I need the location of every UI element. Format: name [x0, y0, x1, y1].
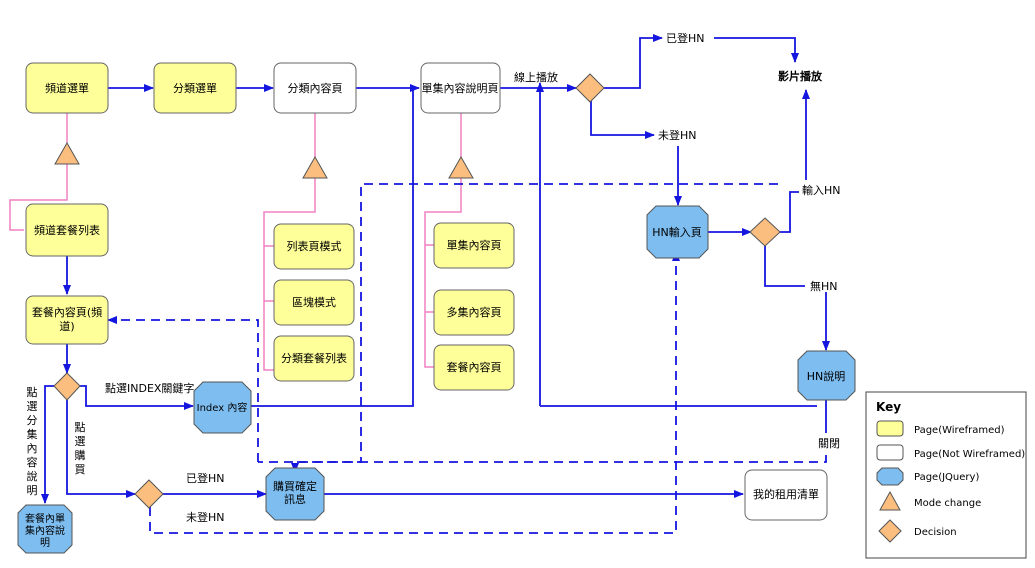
- node-package-content-page: [25, 295, 109, 345]
- edge-label: 未登HN: [658, 128, 697, 142]
- edge-label: 點選INDEX關鍵字: [105, 381, 194, 395]
- edge-label: 輸入HN: [802, 183, 841, 197]
- node-multi-episode: [433, 289, 515, 336]
- edge-label: 集: [27, 427, 38, 441]
- node-channel-menu: [25, 62, 109, 114]
- edge-labels: 線上播放 已登HN 未登HN 輸入HN 無HN 關閉 點選INDEX關鍵字 已登…: [105, 31, 841, 524]
- legend-swatch-jquery: [876, 467, 904, 486]
- node-label: 購買確定: [273, 479, 317, 493]
- node-list-mode: [273, 223, 355, 270]
- node-label: 區塊模式: [292, 296, 336, 309]
- node-category-menu: [153, 62, 237, 114]
- node-label: 訊息: [284, 492, 306, 506]
- node-purchase-confirm: [265, 467, 325, 521]
- edge-label: 點: [75, 421, 86, 434]
- decision-diamond: [575, 73, 605, 103]
- node-package-detail: [17, 504, 73, 554]
- node-label: 分類套餐列表: [281, 351, 347, 365]
- node-label: 單集內容說明頁: [422, 81, 499, 95]
- edge-label: 已登HN: [666, 31, 705, 45]
- legend-label: Mode change: [914, 498, 981, 509]
- legend-label: Page(Not Wireframed): [914, 449, 1025, 460]
- decision-diamond: [134, 479, 164, 509]
- node-label: 套餐內單: [25, 512, 65, 525]
- node-block-mode: [273, 279, 355, 326]
- edge-label: 無HN: [810, 279, 838, 293]
- legend-swatch-wireframed: [876, 420, 904, 437]
- vertical-labels: 點 選 購 買 點 選 分 集 內 容 說 明: [27, 386, 86, 497]
- node-label: 明: [40, 537, 50, 549]
- edge-label: 選: [27, 400, 38, 413]
- legend-title: Key: [876, 400, 901, 414]
- decision-diamond: [53, 372, 81, 401]
- node-label: 套餐內容頁: [447, 360, 502, 374]
- node-label: 我的租用清單: [753, 487, 819, 501]
- node-label: 分類內容頁: [288, 81, 343, 95]
- node-my-rental-list: [744, 469, 828, 521]
- mode-change-triangle: [54, 141, 80, 165]
- edge-label: 容: [27, 455, 38, 469]
- edge-label: 選: [75, 435, 86, 448]
- node-category-content: [273, 62, 357, 114]
- edge-label: 點: [27, 386, 38, 399]
- edge-label: 關閉: [818, 437, 840, 450]
- dashed-flow-lines: [107, 183, 827, 534]
- edge-label: 線上播放: [514, 70, 558, 84]
- mode-change-triangle: [448, 155, 474, 179]
- mode-change-triangle: [302, 155, 328, 179]
- legend-swatch-not-wireframed: [876, 444, 904, 461]
- legend: Key Page(Wireframed) Page(Not Wireframed…: [865, 391, 1027, 559]
- node-label: 套餐內容頁(頻: [32, 305, 102, 319]
- jquery-pages: [17, 205, 856, 554]
- edge-label: 內: [27, 442, 38, 455]
- node-label: HN輸入頁: [652, 225, 702, 239]
- node-hn-help: [797, 350, 856, 401]
- legend-label: Page(JQuery): [914, 472, 979, 483]
- node-label: 分類選單: [173, 82, 217, 95]
- legend-swatch-decision: [878, 519, 902, 543]
- node-label: 列表頁模式: [287, 239, 342, 253]
- edge-label: 已登HN: [186, 471, 225, 485]
- mode-change-connectors: [9, 113, 462, 371]
- mode-change-triangles: [54, 141, 474, 179]
- node-labels: 頻道選單 分類選單 分類內容頁 單集內容說明頁 頻道套餐列表 套餐內容頁(頻 道…: [25, 69, 845, 549]
- node-single-episode: [433, 222, 515, 269]
- node-label: Index 內容: [197, 401, 248, 414]
- decision-diamond: [749, 217, 781, 247]
- node-label: HN說明: [807, 369, 846, 383]
- edge-label: 明: [27, 484, 38, 497]
- node-label: 集內容說: [25, 524, 65, 537]
- not-wireframed-pages: [273, 62, 828, 521]
- edge-label: 買: [75, 463, 86, 476]
- node-package-content: [433, 344, 515, 391]
- legend-swatch-mode-change: [879, 490, 901, 511]
- edge-label: 分: [27, 414, 38, 427]
- legend-label: Decision: [914, 527, 957, 538]
- node-label: 多集內容頁: [447, 305, 502, 319]
- node-label: 單集內容頁: [447, 238, 502, 252]
- node-label: 頻道套餐列表: [34, 223, 100, 237]
- node-label: 影片播放: [778, 69, 823, 83]
- decision-diamonds: [53, 73, 781, 509]
- node-hn-input: [646, 205, 709, 259]
- edge-label: 未登HN: [186, 510, 225, 524]
- node-index-content: [193, 381, 252, 434]
- node-episode-detail: [420, 62, 501, 114]
- edge-label: 說: [27, 469, 38, 483]
- node-channel-package-list: [25, 203, 109, 257]
- legend-label: Page(Wireframed): [914, 425, 1005, 436]
- flow-lines: [41, 34, 830, 504]
- node-label: 道): [59, 319, 74, 333]
- node-label: 頻道選單: [45, 81, 89, 95]
- node-category-package-list: [273, 335, 355, 382]
- edge-label: 購: [75, 448, 86, 462]
- wireframed-pages: [25, 62, 515, 391]
